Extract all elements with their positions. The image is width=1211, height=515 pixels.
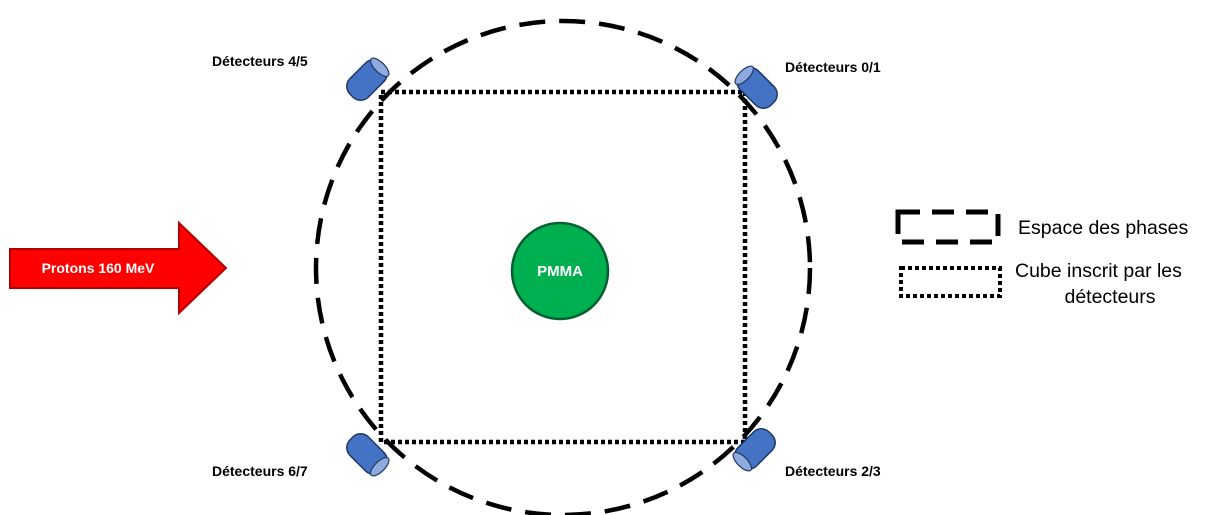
pmma-target xyxy=(510,221,610,321)
detector-label-bottom-right: Détecteurs 2/3 xyxy=(785,463,881,479)
legend-dashed-swatch xyxy=(895,209,1001,245)
proton-beam-arrow xyxy=(9,220,228,316)
detector-label-bottom-left: Détecteurs 6/7 xyxy=(212,463,308,479)
detector-bottom-right xyxy=(728,423,781,476)
legend-dashed-label: Espace des phases xyxy=(1018,217,1188,239)
inscribed-cube xyxy=(378,89,748,445)
phase-space-circle xyxy=(313,18,813,515)
pmma-label: PMMA xyxy=(537,263,583,280)
legend-dotted-label-line1: Cube inscrit par les xyxy=(1015,260,1182,282)
legend: Espace des phases Cube inscrit par les d… xyxy=(895,209,1188,308)
detector-label-top-left: Détecteurs 4/5 xyxy=(212,53,308,69)
legend-dotted-swatch xyxy=(899,266,1002,298)
detector-top-right xyxy=(730,61,783,114)
detector-bottom-left xyxy=(341,428,394,481)
detector-label-top-right: Détecteurs 0/1 xyxy=(785,59,881,75)
legend-dotted-label-line2: détecteurs xyxy=(1064,286,1155,308)
proton-beam-label: Protons 160 MeV xyxy=(42,260,155,276)
